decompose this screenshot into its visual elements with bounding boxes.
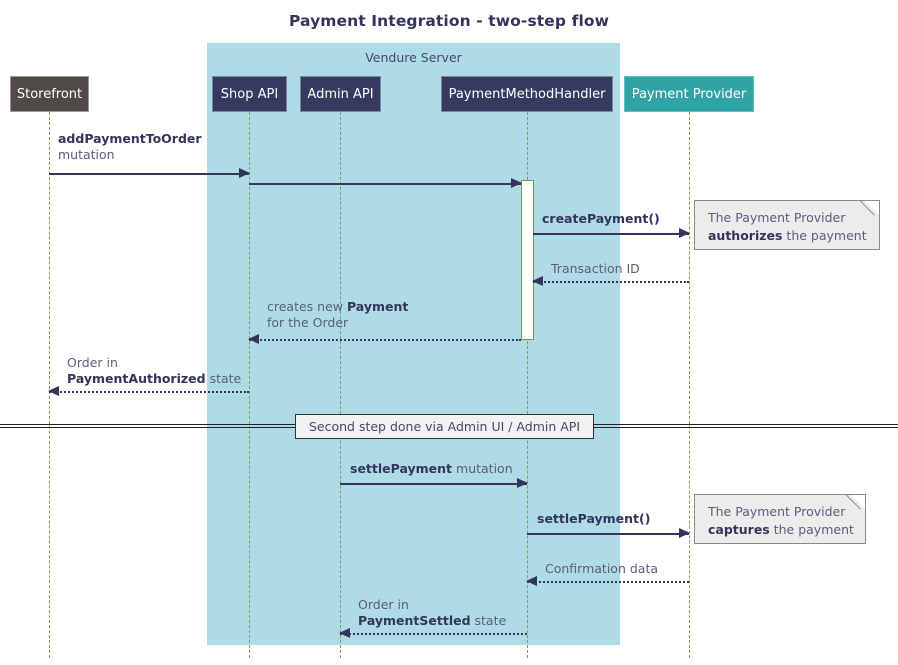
participant-admin-api[interactable]: Admin API: [300, 76, 381, 112]
message-line: [340, 483, 527, 485]
message-label-settle-payment-call: settlePayment(): [537, 511, 651, 526]
message-label-confirmation-data: Confirmation data: [545, 561, 659, 576]
message-line: [533, 281, 689, 283]
lifeline-storefront: [49, 112, 50, 658]
arrowhead-left-icon: [248, 334, 259, 344]
lifeline-shop-api: [249, 112, 250, 658]
group-box-vendure-server: [207, 43, 620, 645]
message-line: [249, 339, 521, 341]
arrowhead-left-icon: [339, 628, 350, 638]
divider-label: Second step done via Admin UI / Admin AP…: [295, 414, 594, 439]
activation-bar-payment-method-handler: [521, 180, 534, 340]
arrowhead-right-icon: [517, 478, 528, 488]
page-title: Payment Integration - two-step flow: [288, 12, 610, 30]
message-line: [533, 233, 689, 235]
note-fold-edge: [860, 200, 880, 220]
arrowhead-right-icon: [679, 528, 690, 538]
message-label-create-payment: createPayment(): [542, 211, 660, 226]
participant-storefront[interactable]: Storefront: [10, 76, 89, 112]
arrowhead-right-icon: [511, 178, 522, 188]
arrowhead-right-icon: [239, 168, 250, 178]
note-fold-edge: [846, 494, 866, 514]
participant-shop-api[interactable]: Shop API: [212, 76, 287, 112]
arrowhead-left-icon: [532, 276, 543, 286]
message-line: [340, 633, 527, 635]
participant-payment-method-handler[interactable]: PaymentMethodHandler: [441, 76, 613, 112]
arrowhead-left-icon: [48, 386, 59, 396]
message-label-settle-payment-mutation: settlePayment mutation: [350, 461, 513, 476]
lifeline-payment-provider: [689, 112, 690, 658]
lifeline-payment-method-handler: [527, 112, 528, 658]
message-line: [527, 533, 689, 535]
message-line: [49, 391, 249, 393]
message-line: [49, 173, 249, 175]
message-label-transaction-id: Transaction ID: [551, 261, 640, 276]
lifeline-admin-api: [340, 112, 341, 658]
arrowhead-right-icon: [679, 228, 690, 238]
arrowhead-left-icon: [526, 576, 537, 586]
message-line: [527, 581, 689, 583]
message-line: [249, 183, 521, 185]
participant-payment-provider[interactable]: Payment Provider: [624, 76, 754, 112]
group-label: Vendure Server: [365, 50, 462, 65]
